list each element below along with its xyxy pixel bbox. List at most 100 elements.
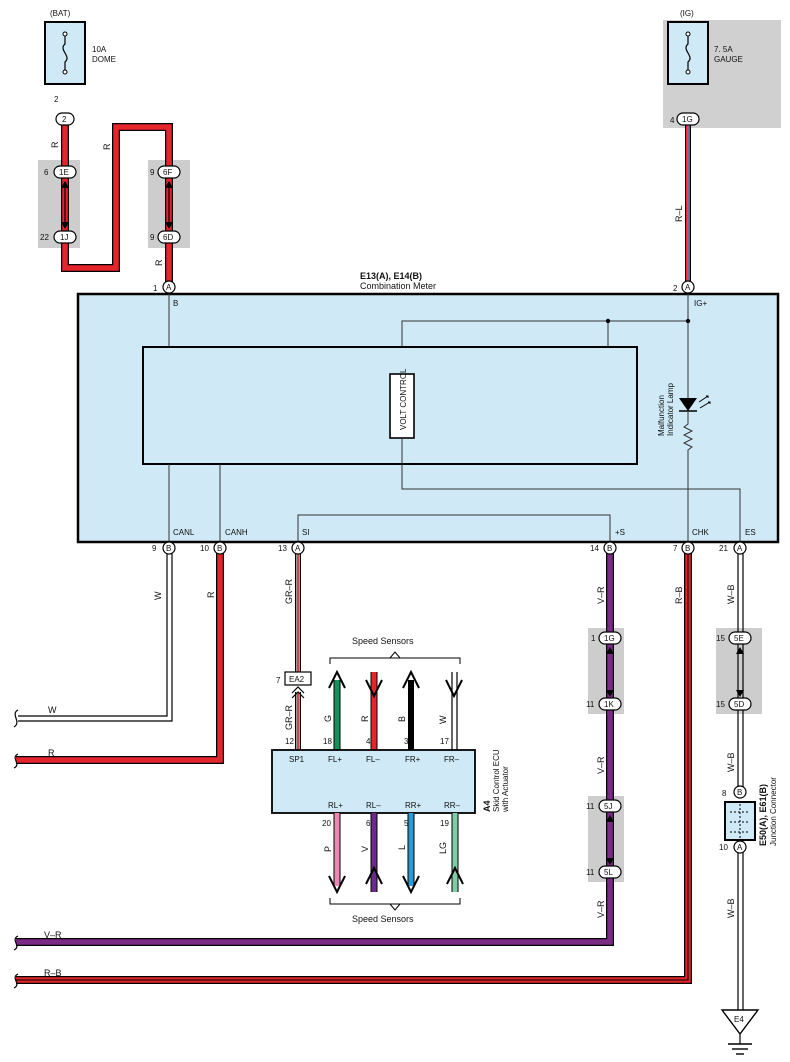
svg-text:B: B xyxy=(397,716,407,722)
svg-text:1G: 1G xyxy=(604,634,615,643)
svg-text:1: 1 xyxy=(153,284,158,293)
wire-vr xyxy=(16,548,614,946)
jb-left-1-conns: 6 1E 22 1J xyxy=(40,165,77,244)
fuse-ig-icon xyxy=(685,34,691,72)
jb-left-2-conns: 9 6F 9 6D xyxy=(150,165,181,244)
wire-label-vr-3: V–R xyxy=(596,900,606,918)
svg-text:13: 13 xyxy=(278,544,287,553)
svg-text:R: R xyxy=(360,715,370,722)
svg-text:2: 2 xyxy=(62,115,67,124)
svg-text:11: 11 xyxy=(586,868,595,877)
conn-bat-2: 2 2 xyxy=(54,95,75,126)
svg-text:1J: 1J xyxy=(60,233,68,242)
fuse-bat-icon xyxy=(62,34,68,72)
wire-label-grr-top: GR–R xyxy=(284,578,294,604)
svg-text:19: 19 xyxy=(440,819,449,828)
svg-text:SP1: SP1 xyxy=(289,755,305,764)
ground-e4: E4 xyxy=(720,1009,760,1055)
svg-text:2: 2 xyxy=(54,95,59,104)
svg-text:8: 8 xyxy=(722,789,727,798)
svg-text:5D: 5D xyxy=(734,700,744,709)
junction-connector: 8 B 10 A E50(A), E61(B) Junction Connect… xyxy=(719,777,778,854)
left-exits: W R V–R R–B xyxy=(13,705,62,989)
svg-text:5L: 5L xyxy=(604,868,613,877)
speed-sensors-bottom-label: Speed Sensors xyxy=(352,914,414,924)
svg-text:LG: LG xyxy=(438,842,448,854)
svg-text:ES: ES xyxy=(745,528,756,537)
meter-bottom-conns: 9 B 10 B 13 A 14 B 7 B 21 A xyxy=(152,541,747,555)
svg-text:RR–: RR– xyxy=(444,801,461,810)
svg-text:1: 1 xyxy=(591,634,596,643)
speed-sensors-top-label: Speed Sensors xyxy=(352,636,414,646)
svg-text:17: 17 xyxy=(440,737,449,746)
svg-text:P: P xyxy=(323,846,333,852)
fuse-ig-name: GAUGE xyxy=(714,55,743,64)
svg-text:10: 10 xyxy=(719,843,728,852)
ecu-id: A4 xyxy=(482,800,492,812)
svg-text:12: 12 xyxy=(285,737,294,746)
svg-text:A: A xyxy=(166,283,172,292)
svg-text:A: A xyxy=(737,843,743,852)
led-icon xyxy=(679,398,697,411)
svg-text:6F: 6F xyxy=(163,168,172,177)
jb-mid-2-conns: 11 5J 11 5L xyxy=(586,799,622,879)
svg-text:14: 14 xyxy=(590,544,599,553)
lamp-label-1: Malfunction xyxy=(657,395,666,436)
left-exit-r: R xyxy=(48,748,55,758)
meter-pin-ig-label: IG+ xyxy=(694,299,707,308)
svg-text:V: V xyxy=(360,846,370,852)
wire-label-r-3: R xyxy=(154,259,164,266)
meter-name: Combination Meter xyxy=(360,281,436,291)
svg-text:B: B xyxy=(607,544,612,553)
junction-name: Junction Connector xyxy=(769,777,778,846)
svg-text:B: B xyxy=(217,544,222,553)
wire-w xyxy=(18,548,173,722)
svg-text:CANL: CANL xyxy=(173,528,195,537)
wire-label-w: W xyxy=(153,591,163,600)
svg-text:CANH: CANH xyxy=(225,528,248,537)
svg-text:B: B xyxy=(737,788,742,797)
svg-text:A: A xyxy=(685,283,691,292)
svg-text:B: B xyxy=(685,544,690,553)
wire-label-wb-2: W–B xyxy=(726,752,736,772)
wire-rb xyxy=(16,548,692,984)
conn-ig-1g: 4 1G xyxy=(670,112,700,126)
jb-right-conns: 15 5E 15 5D xyxy=(716,631,752,711)
svg-text:6: 6 xyxy=(366,819,371,828)
fuse-bat-amp: 10A xyxy=(92,45,107,54)
connector-ea2: 7 EA2 xyxy=(276,671,312,699)
fuse-bat: (BAT) 10A DOME xyxy=(44,9,116,85)
volt-control-label: VOLT CONTROL xyxy=(399,368,408,430)
wire-label-wb-1: W–B xyxy=(726,584,736,604)
meter-pin-b-label: B xyxy=(173,299,178,308)
svg-text:1E: 1E xyxy=(59,168,69,177)
svg-text:FR–: FR– xyxy=(444,755,460,764)
wire-r-canh xyxy=(16,548,224,764)
svg-text:6D: 6D xyxy=(163,233,173,242)
svg-text:9: 9 xyxy=(150,233,155,242)
svg-text:RL+: RL+ xyxy=(328,801,343,810)
wire-label-r-2: R xyxy=(102,143,112,150)
svg-text:1K: 1K xyxy=(604,700,614,709)
wire-label-rl: R–L xyxy=(674,205,684,222)
svg-text:4: 4 xyxy=(670,116,675,125)
lamp-label-2: Indicator Lamp xyxy=(666,383,675,436)
ecu-name-2: with Actuator xyxy=(501,766,510,813)
svg-text:15: 15 xyxy=(716,634,725,643)
svg-text:7: 7 xyxy=(673,544,678,553)
svg-text:2: 2 xyxy=(673,284,678,293)
svg-text:A: A xyxy=(295,544,301,553)
meter-id: E13(A), E14(B) xyxy=(360,271,422,281)
svg-text:3: 3 xyxy=(404,737,409,746)
svg-text:4: 4 xyxy=(366,737,371,746)
svg-text:11: 11 xyxy=(586,700,595,709)
skid-control-ecu: Speed Sensors G R B W 12 18 4 3 17 SP1 F… xyxy=(271,636,510,924)
svg-text:W: W xyxy=(438,715,448,724)
ecu-name-1: Skid Control ECU xyxy=(492,749,501,812)
wire-label-rb: R–B xyxy=(674,586,684,604)
svg-text:+S: +S xyxy=(615,528,625,537)
svg-text:18: 18 xyxy=(323,737,332,746)
svg-text:L: L xyxy=(397,845,407,850)
svg-text:11: 11 xyxy=(586,802,595,811)
